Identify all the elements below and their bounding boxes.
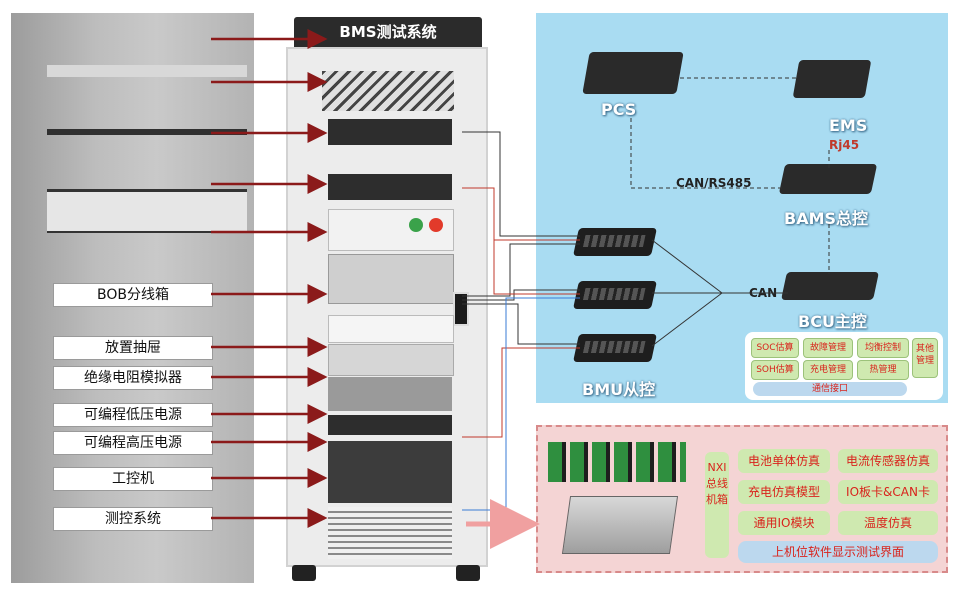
hv-supply-unit [328,415,452,435]
nxi-cards [548,442,686,482]
power-supply-unit [328,377,452,411]
nxi-item-cell-sim: 电池单体仿真 [738,449,830,473]
red-indicator [429,218,443,232]
func-charge: 充电管理 [803,360,853,380]
nxi-software-display: 上机位软件显示测试界面 [738,541,938,563]
bob-box-unit [328,254,454,304]
wiring-blue [462,297,580,511]
topology-dashed-lines [630,77,830,274]
func-thermal: 热管理 [857,360,909,380]
gray-stripe [47,189,247,233]
label-drawer: 放置抽屉 [53,336,213,360]
bmu-label: BMU从控 [582,380,656,399]
nxi-item-io-can: IO板卡&CAN卡 [838,480,938,504]
label-arrows [211,29,328,528]
bams-label: BAMS总控 [784,209,869,228]
bmu-bcu-lines [651,239,788,347]
nxi-item-temperature: 温度仿真 [838,511,938,535]
label-insulation-simulator: 绝缘电阻模拟器 [53,366,213,390]
drawer-unit [328,315,454,343]
func-soc: SOC估算 [751,338,799,358]
nxi-item-general-io: 通用IO模块 [738,511,830,535]
func-fault: 故障管理 [803,338,853,358]
control-panel [328,209,454,251]
label-measure-control: 测控系统 [53,507,213,531]
label-bob-box: BOB分线箱 [53,283,213,307]
wiring-red [462,187,580,438]
can-rs485-label: CAN/RS485 [676,176,752,190]
func-other: 其他管理 [912,338,938,378]
pcs-label: PCS [601,100,637,119]
dark-stripe [47,129,247,135]
ems-label: EMS [829,116,868,135]
cabinet-wheel [456,565,480,581]
insulation-unit [328,344,454,376]
ipc-unit [328,441,452,503]
nxi-item-charge-model: 充电仿真模型 [738,480,830,504]
label-high-voltage-supply: 可编程高压电源 [53,431,213,455]
func-soh: SOH估算 [751,360,799,380]
instrument-unit [328,174,452,200]
measure-control-unit [328,507,452,559]
func-comm: 通信接口 [753,382,907,396]
wiring-black [462,131,580,345]
nxi-bus-label: NXI总线机箱 [705,452,729,558]
bcu-label: BCU主控 [798,312,867,331]
func-balance: 均衡控制 [857,338,909,358]
green-indicator [409,218,423,232]
vent-grille [322,71,454,111]
rj45-label: Rj45 [829,138,860,152]
cabinet-wheel [292,565,316,581]
label-ipc: 工控机 [53,467,213,491]
gray-stripe [47,65,247,77]
bcu-function-box: SOC估算 故障管理 均衡控制 SOH估算 充电管理 热管理 其他管理 通信接口 [745,332,943,400]
label-low-voltage-supply: 可编程低压电源 [53,403,213,427]
nxi-item-current-sensor: 电流传感器仿真 [838,449,938,473]
instrument-unit [328,119,452,145]
